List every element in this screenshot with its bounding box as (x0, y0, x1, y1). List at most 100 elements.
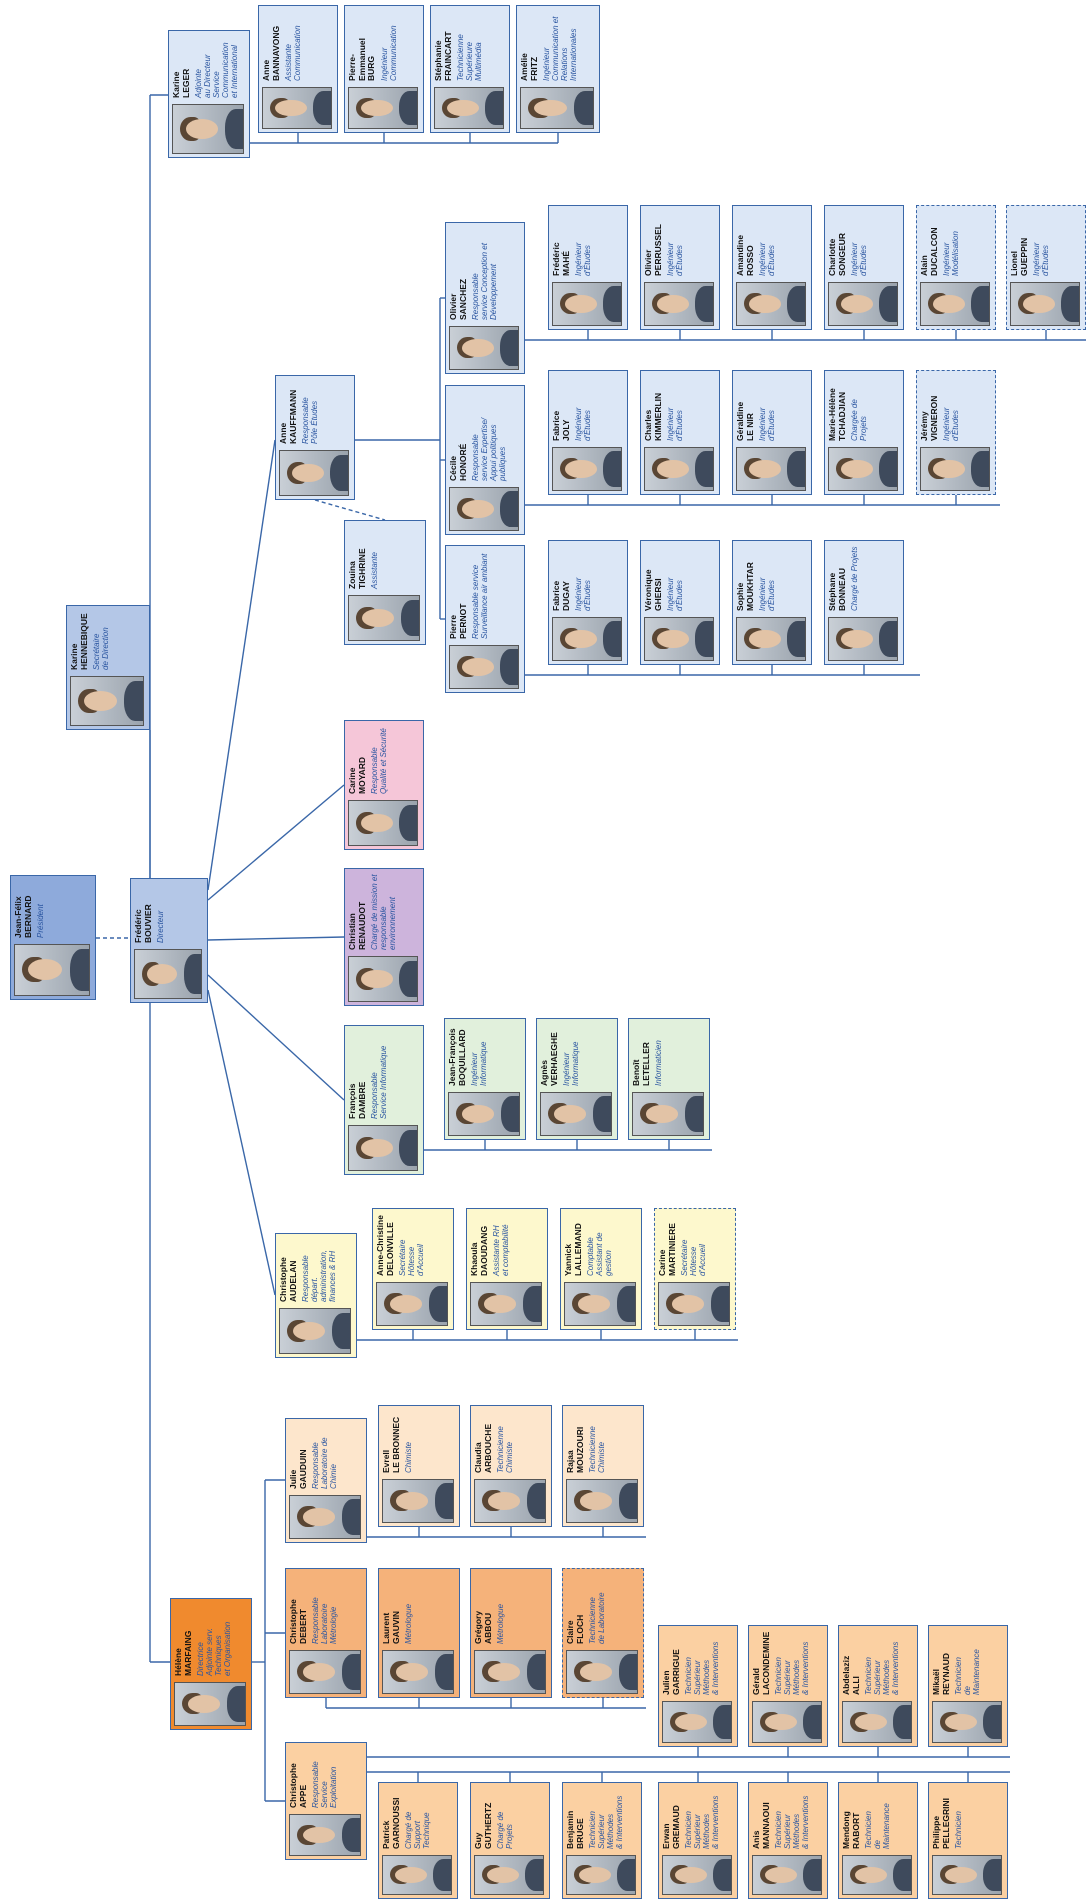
person-title: Responsable Service Informatique (370, 1045, 388, 1119)
portrait-photo (348, 800, 418, 846)
person-name: Rajaa MOUZOURI (565, 1426, 585, 1473)
portrait-photo (842, 1855, 912, 1895)
portrait-photo (644, 447, 714, 491)
person-name: Julie GAUDUIN (288, 1449, 308, 1489)
portrait-photo (932, 1855, 1002, 1895)
person-title: Secrétaire Hôtesse d'Accueil (398, 1239, 425, 1276)
person-title: Ingénieur Communication et Relations Int… (542, 16, 578, 81)
portrait-photo (289, 1814, 361, 1856)
portrait-photo (752, 1855, 822, 1895)
person-name: Anne KAUFFMANN (278, 389, 298, 444)
person-title: Technicien Supérieur Méthodes & Interven… (864, 1641, 900, 1695)
person-name: Anis MANNAOUI (751, 1802, 771, 1849)
person-title: Chargée de Projets (850, 399, 868, 441)
person-name: Agnès VERHAEGHE (539, 1032, 559, 1086)
portrait-photo (474, 1855, 544, 1895)
person-name: Claire FLOCH (565, 1614, 585, 1644)
portrait-photo (348, 595, 420, 641)
person-name: Amandine ROSSO (735, 234, 755, 276)
portrait-photo (566, 1855, 636, 1895)
portrait-photo (566, 1650, 638, 1694)
person-title: Responsable Laboratoire de Chimie (311, 1437, 338, 1489)
connector-line (207, 989, 276, 1296)
person-title: Ingénieur d'Études (666, 577, 684, 611)
person-name: Olivier SANCHEZ (448, 278, 468, 320)
connector-line (207, 936, 345, 941)
portrait-photo (552, 447, 622, 491)
person-title: Adjointe au Directeur Service Communicat… (194, 42, 239, 98)
portrait-photo (134, 949, 202, 999)
connector-line (207, 974, 345, 1101)
person-name: Julien GARRIGUE (661, 1649, 681, 1695)
person-title: Responsable service Surveillance air amb… (471, 553, 489, 639)
person-title: Responsable service Conception et Dévelo… (471, 243, 498, 320)
person-title: Technicien de Maintenance (864, 1803, 891, 1849)
person-name: Carine MARTINIERE (657, 1223, 677, 1276)
portrait-photo (658, 1282, 730, 1326)
portrait-photo (632, 1092, 704, 1136)
person-name: Fabrice DUGAY (551, 580, 571, 611)
person-name: Laurent GAUVIN (381, 1610, 401, 1644)
portrait-photo (474, 1650, 546, 1694)
portrait-photo (828, 282, 898, 326)
person-title: Technicien Supérieur Méthodes & Interven… (774, 1795, 810, 1849)
person-title: Technicien Supérieur Méthodes & Interven… (588, 1795, 624, 1849)
portrait-photo (382, 1855, 452, 1895)
person-title: Technicienne de Laboratoire (588, 1592, 606, 1644)
person-name: Mendong RABORT (841, 1811, 861, 1849)
person-name: Lionel GUEPPIN (1009, 237, 1029, 276)
person-title: Chargé de Projets (850, 546, 859, 611)
person-name: Pierre PERNOT (448, 603, 468, 639)
person-name: Karine HENNEBIQUE (69, 613, 89, 670)
portrait-photo (470, 1282, 542, 1326)
portrait-photo (644, 282, 714, 326)
person-title: Technicienne Chimiste (588, 1426, 606, 1473)
person-title: Secrétaire Hôtesse d'Accueil (680, 1239, 707, 1276)
person-title: Ingénieur d'Études (758, 577, 776, 611)
portrait-photo (920, 282, 990, 326)
portrait-photo (279, 450, 349, 496)
person-name: François DAMBRE (347, 1081, 367, 1119)
person-title: Technicienne Chimiste (496, 1426, 514, 1473)
person-name: Christophe APPE (288, 1763, 308, 1808)
portrait-photo (920, 447, 990, 491)
portrait-photo (348, 87, 418, 129)
person-name: Khaoula DAOUDANG (469, 1225, 489, 1276)
person-title: Directeur (156, 910, 165, 943)
person-title: Comptable Assistant de gestion (586, 1232, 613, 1276)
person-title: Technicien de Maintenance (954, 1649, 981, 1695)
portrait-photo (382, 1650, 454, 1694)
person-name: Evrell LE BRONNEC (381, 1416, 401, 1473)
person-name: Philippe PELLEGRINI (931, 1797, 951, 1849)
person-name: Abdelaziz ALLI (841, 1655, 861, 1695)
portrait-photo (736, 447, 806, 491)
portrait-photo (70, 676, 144, 726)
portrait-photo (348, 1125, 418, 1171)
person-title: Ingénieur d'Études (1032, 242, 1050, 276)
portrait-photo (449, 326, 519, 370)
person-title: Ingénieur Communication (379, 25, 398, 81)
person-name: Anne-Christine DELONVILLE (375, 1215, 395, 1276)
